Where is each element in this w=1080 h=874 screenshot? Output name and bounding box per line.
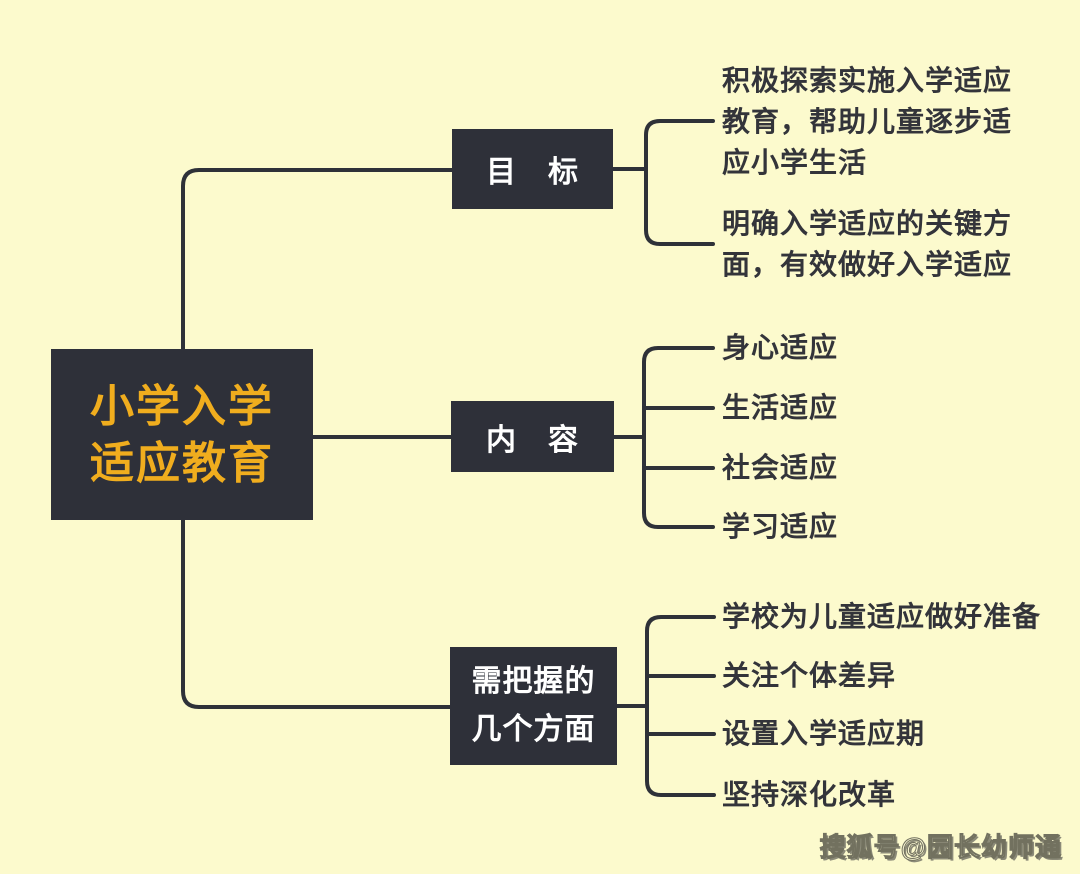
- root-node-label-line-1: 小学入学: [90, 381, 274, 431]
- branch-node-goal-label: 目 标: [486, 156, 579, 189]
- leaf-content-3: 社会适应: [722, 452, 839, 483]
- connector-aspects-bracket: [645, 615, 716, 797]
- branch-node-aspects-label-line-1: 需把握的: [471, 665, 596, 698]
- connector-root-goal: [181, 168, 454, 352]
- branch-node-aspects: 需把握的 几个方面: [450, 647, 617, 765]
- branch-node-content-label: 内 容: [486, 423, 579, 457]
- connector-root-aspects: [181, 517, 452, 709]
- branch-node-content: 内 容: [451, 401, 614, 472]
- leaf-aspects-1: 学校为儿童适应做好准备: [722, 601, 1042, 632]
- branch-node-aspects-label-line-2: 几个方面: [471, 713, 596, 746]
- root-node: 小学入学 适应教育: [51, 349, 313, 520]
- leaf-aspects-2: 关注个体差异: [722, 660, 897, 691]
- leaf-content-2: 生活适应: [722, 392, 839, 423]
- leaf-content-1: 身心适应: [722, 332, 839, 363]
- root-node-label-line-2: 适应教育: [90, 438, 274, 488]
- leaf-aspects-3: 设置入学适应期: [722, 718, 926, 749]
- leaf-goal-1: 积极探索实施入学适应教育，帮助儿童逐步适应小学生活: [722, 65, 1013, 178]
- branch-node-goal: 目 标: [452, 129, 613, 209]
- connector-goal-bracket: [644, 119, 715, 246]
- connector-content-bracket: [642, 346, 715, 529]
- leaf-aspects-4: 坚持深化改革: [722, 779, 897, 810]
- watermark: 搜狐号@园长幼师通: [819, 832, 1062, 863]
- leaf-goal-2: 明确入学适应的关键方面，有效做好入学适应: [722, 208, 1013, 280]
- leaf-content-4: 学习适应: [722, 511, 839, 542]
